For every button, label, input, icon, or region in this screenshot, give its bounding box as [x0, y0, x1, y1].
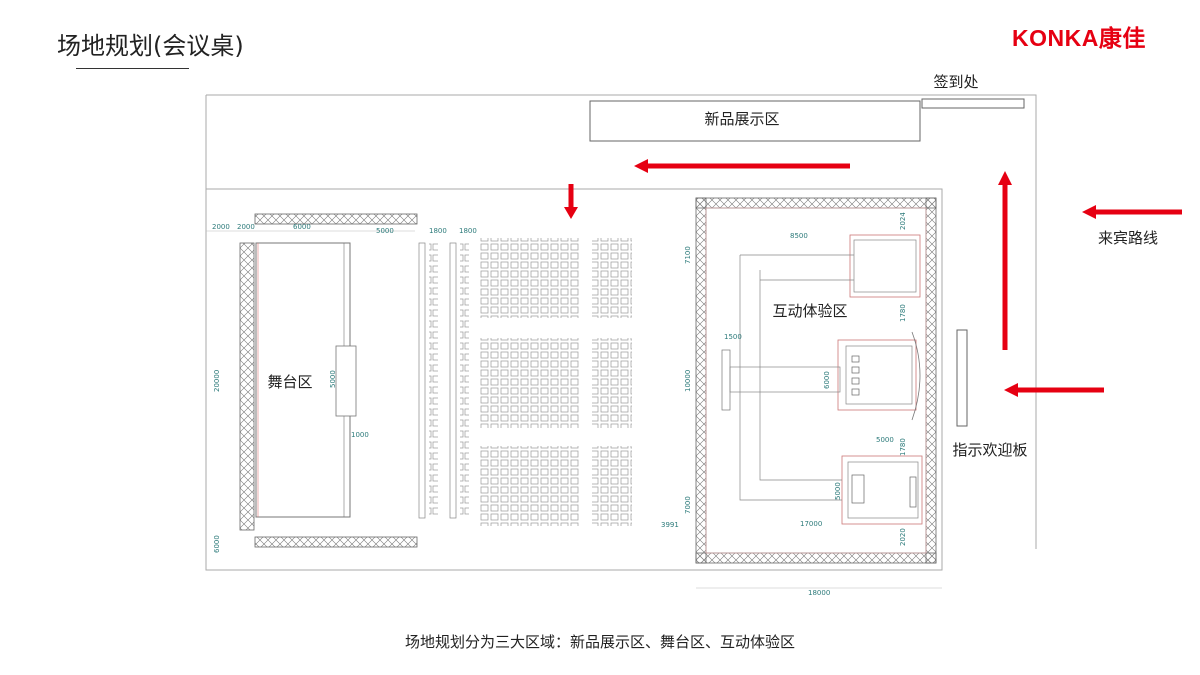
arrow-left-entry: [1082, 205, 1182, 219]
dimension-label: 1780: [899, 304, 907, 322]
interactive-area: 互动体验区: [695, 197, 937, 564]
dimension-label: 6000: [823, 371, 831, 389]
dimension-label: 1780: [899, 438, 907, 456]
sign-in-label: 签到处: [933, 73, 978, 91]
welcome-board: 指示欢迎板: [952, 329, 1028, 459]
dimension-label: 5000: [876, 436, 894, 444]
title-underline: [76, 68, 189, 69]
dimension-label: 5000: [834, 482, 842, 500]
new-product-label: 新品展示区: [704, 110, 779, 128]
dimension-label: 6000: [213, 535, 221, 553]
dimension-label: 7100: [684, 246, 692, 264]
audience-seating: [418, 238, 632, 526]
dimension-label: 7000: [684, 496, 692, 514]
dimension-label: 2024: [899, 212, 907, 230]
konka-logo: KONKA康佳: [1012, 25, 1146, 51]
guest-route-arrows: [564, 159, 1182, 397]
dimension-label: 1800: [429, 227, 447, 235]
outer-boundary: [205, 94, 1037, 549]
caption: 场地规划分为三大区域：新品展示区、舞台区、互动体验区: [404, 633, 795, 651]
dimension-label: 10000: [684, 370, 692, 392]
stage-area: 舞台区: [239, 213, 418, 548]
arrow-down: [564, 184, 578, 219]
dimension-label: 8500: [790, 232, 808, 240]
page-title: 场地规划(会议桌): [57, 32, 244, 60]
dimension-label: 2000: [212, 223, 230, 231]
sign-in-desk: 签到处: [921, 73, 1025, 109]
dimension-label: 3991: [661, 521, 679, 529]
dimension-label: 1000: [351, 431, 369, 439]
dimension-label: 1500: [724, 333, 742, 341]
main-hall-outline: [205, 188, 943, 571]
dimension-label: 5000: [376, 227, 394, 235]
arrow-left-welcome: [1004, 383, 1104, 397]
stage-label: 舞台区: [267, 373, 312, 391]
dimension-annotations: 2000 2000 6000 5000 1800 1800 20000 5000…: [206, 212, 942, 597]
dimension-label: 17000: [800, 520, 822, 528]
dimension-label: 6000: [293, 223, 311, 231]
interactive-label: 互动体验区: [772, 302, 847, 320]
dimension-label: 5000: [329, 370, 337, 388]
arrow-left-top: [634, 159, 850, 173]
guest-route-label: 来宾路线: [1098, 229, 1158, 247]
dimension-label: 18000: [808, 589, 830, 597]
welcome-board-label: 指示欢迎板: [952, 441, 1027, 459]
new-product-area: 新品展示区: [589, 100, 921, 142]
dimension-label: 2000: [237, 223, 255, 231]
arrow-up: [998, 171, 1012, 350]
dimension-label: 1800: [459, 227, 477, 235]
dimension-label: 2020: [899, 528, 907, 546]
dimension-label: 20000: [213, 370, 221, 392]
